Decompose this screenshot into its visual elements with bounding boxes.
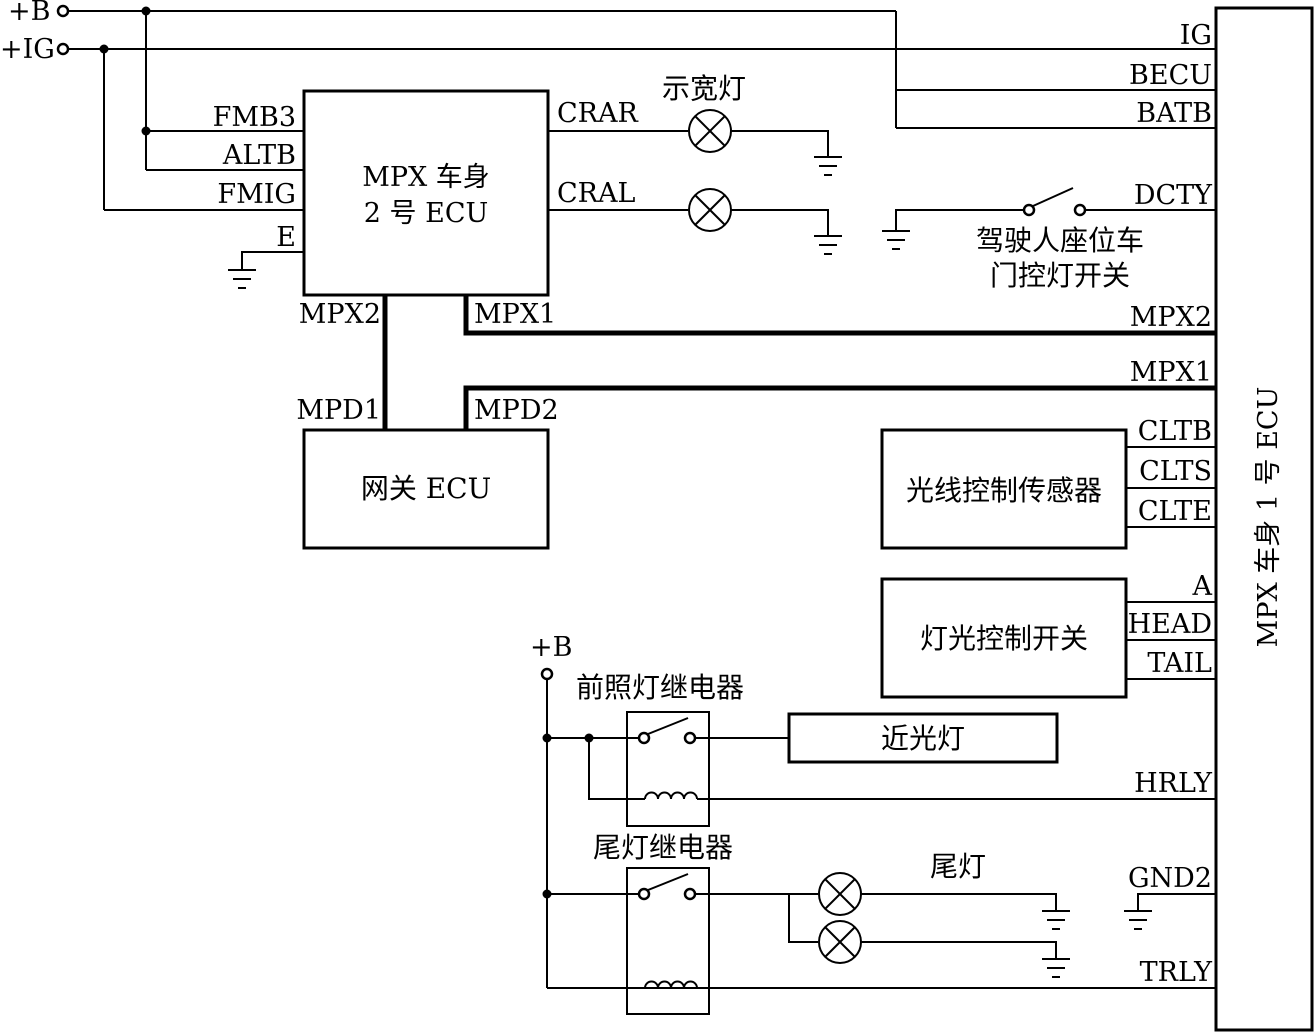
lamp-icon — [818, 920, 862, 964]
clearance-lamp-label: 示宽灯 — [662, 72, 746, 105]
pin-ig: IG — [1180, 20, 1212, 51]
pin-mpd1: MPD1 — [296, 395, 381, 426]
ecu2-title-line2: 2 号 ECU — [364, 198, 488, 229]
power-rails: +B +IG — [0, 0, 1216, 211]
relay-plus-b-label: +B — [530, 632, 572, 663]
ground-symbol — [1042, 910, 1070, 930]
pin-becu: BECU — [1129, 60, 1212, 91]
lamp-icon — [688, 109, 732, 153]
plus-ig-label: +IG — [0, 34, 55, 65]
relay-coil-icon — [644, 980, 698, 989]
plus-b-label: +B — [8, 0, 50, 27]
pin-trly: TRLY — [1140, 957, 1214, 988]
headlamp-relay-label: 前照灯继电器 — [576, 671, 744, 704]
pin-mpx2-ecu1: MPX2 — [1130, 302, 1212, 333]
ground-symbol — [814, 235, 842, 255]
pin-mpx1-ecu2: MPX1 — [474, 299, 556, 330]
low-beam-label: 近光灯 — [881, 722, 965, 755]
pin-altb: ALTB — [222, 140, 296, 171]
ground-symbol — [228, 269, 256, 289]
pin-crar: CRAR — [557, 98, 638, 129]
pin-gnd2: GND2 — [1128, 863, 1212, 894]
mpx-body-ecu-2: MPX 车身 2 号 ECU FMB3 ALTB FMIG E CRAR CRA… — [213, 89, 638, 330]
pin-tail: TAIL — [1147, 648, 1212, 679]
pin-cral: CRAL — [557, 178, 635, 209]
ground-symbol — [1042, 958, 1070, 978]
clearance-lamps: 示宽灯 — [548, 72, 842, 255]
ground-symbol — [882, 230, 910, 250]
pin-batb: BATB — [1136, 98, 1212, 129]
tail-relay-label: 尾灯继电器 — [593, 831, 733, 864]
light-control-sensor: 光线控制传感器 — [880, 428, 1216, 550]
light-switch-title: 灯光控制开关 — [920, 622, 1088, 655]
pin-mpx2-ecu2: MPX2 — [299, 299, 381, 330]
plus-b-terminal — [56, 4, 70, 18]
pin-fmig: FMIG — [217, 179, 296, 210]
gateway-title: 网关 ECU — [361, 472, 491, 505]
ground-symbol — [814, 156, 842, 176]
pin-fmb3: FMB3 — [213, 102, 296, 133]
pin-a: A — [1192, 571, 1213, 602]
ecu2-title-line1: MPX 车身 — [362, 162, 490, 193]
relay-coil-icon — [644, 791, 698, 800]
tail-relay: 尾灯继电器 — [547, 831, 818, 1015]
pin-head: HEAD — [1128, 609, 1212, 640]
door-switch-label-line1: 驾驶人座位车 — [976, 224, 1144, 257]
multiplex-bus — [382, 295, 1216, 430]
pin-dcty: DCTY — [1134, 180, 1213, 211]
low-beam-lamp: 近光灯 — [787, 712, 1059, 764]
mpx-body-ecu-1: MPX 车身 1 号 ECU IG BECU BATB DCTY MPX2 MP… — [1128, 6, 1314, 1032]
lamp-icon — [688, 188, 732, 232]
pin-hrly: HRLY — [1134, 768, 1213, 799]
door-switch-label-line2: 门控灯开关 — [990, 259, 1130, 292]
lamp-icon — [818, 872, 862, 916]
tail-lamp-label: 尾灯 — [930, 850, 986, 883]
pin-e: E — [276, 222, 296, 253]
plus-ig-terminal — [56, 42, 70, 56]
gateway-ecu: 网关 ECU MPD1 MPD2 — [296, 395, 559, 550]
ecu1-title: MPX 车身 1 号 ECU — [1253, 387, 1284, 648]
tail-lamps: 尾灯 — [788, 850, 1070, 978]
pin-mpd2: MPD2 — [474, 395, 559, 426]
headlamp-relay: 前照灯继电器 — [547, 671, 1216, 827]
pin-clte: CLTE — [1138, 496, 1212, 527]
sensor-title: 光线控制传感器 — [906, 474, 1102, 507]
pin-clts: CLTS — [1139, 456, 1212, 487]
light-control-switch: 灯光控制开关 — [880, 577, 1216, 699]
gnd2-ground — [1124, 893, 1216, 930]
pin-mpx1-ecu1: MPX1 — [1130, 357, 1212, 388]
driver-door-courtesy-switch: 驾驶人座位车 门控灯开关 — [882, 187, 1216, 292]
pin-cltb: CLTB — [1138, 416, 1212, 447]
